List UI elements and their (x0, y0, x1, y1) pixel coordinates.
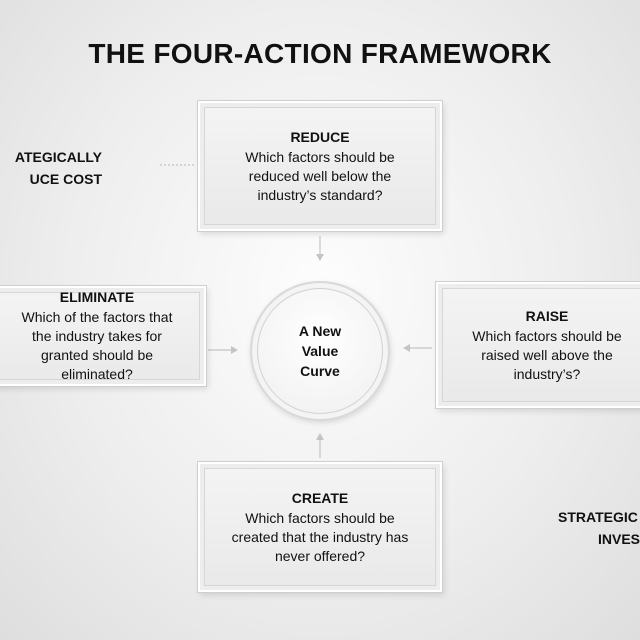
box-create: CREATE Which factors should be created t… (197, 461, 443, 593)
box-text-line: reduced well below the (248, 167, 392, 184)
box-text-line: industry’s? (513, 365, 581, 382)
box-raise: RAISE Which factors should be raised wel… (435, 281, 640, 409)
box-eliminate: ELIMINATE Which of the factors that the … (0, 285, 207, 387)
center-text-line: Value (301, 343, 339, 359)
side-label-line: INVES (598, 531, 640, 547)
center-text-line: A New (298, 323, 342, 339)
center-circle-value-curve: A New Value Curve (250, 281, 390, 421)
box-text-line: raised well above the (481, 346, 613, 363)
arrowhead-down-icon (316, 254, 324, 261)
arrowhead-left-icon (403, 344, 410, 352)
box-text-line: Which of the factors that (21, 309, 173, 325)
box-text-line: Which factors should be (245, 509, 395, 526)
box-text-line: eliminated? (61, 366, 133, 382)
box-text-line: granted should be (40, 347, 154, 363)
side-label-line: ATEGICALLY (14, 149, 102, 165)
side-label-line: STRATEGIC (558, 509, 638, 525)
box-heading: REDUCE (290, 128, 350, 145)
box-heading: ELIMINATE (59, 289, 135, 305)
side-label-line: UCE COST (29, 171, 102, 187)
box-text-line: industry’s standard? (257, 186, 383, 203)
box-text-line: Which factors should be (472, 327, 622, 344)
side-label-strategically-reduce-cost: ATEGICALLY UCE COST (0, 146, 102, 190)
box-text-line: created that the industry has (231, 528, 409, 545)
box-text-line: Which factors should be (245, 148, 395, 165)
center-text-line: Curve (300, 363, 340, 379)
page-title: THE FOUR-ACTION FRAMEWORK (88, 38, 552, 69)
box-text-line: the industry takes for (32, 328, 162, 344)
side-label-strategically-invest: STRATEGIC INVES (558, 506, 640, 550)
box-reduce: REDUCE Which factors should be reduced w… (197, 100, 443, 232)
arrowhead-up-icon (316, 433, 324, 440)
box-text-line: never offered? (274, 547, 366, 564)
box-heading: CREATE (291, 489, 349, 506)
arrowhead-right-icon (231, 346, 238, 354)
box-heading: RAISE (525, 307, 569, 324)
